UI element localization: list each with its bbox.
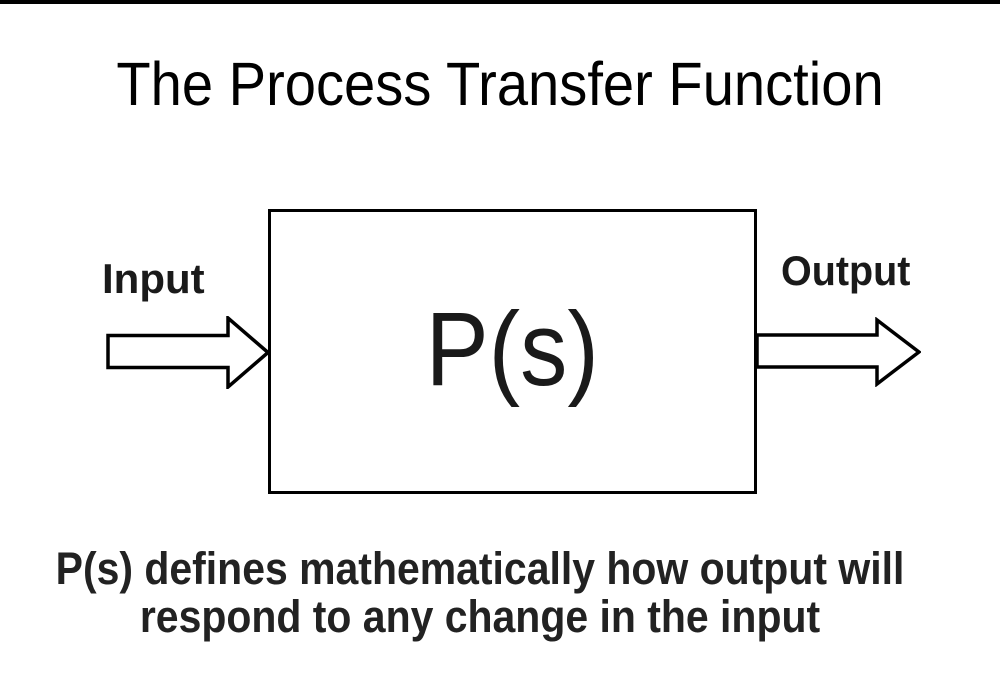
output-arrow-icon — [755, 317, 921, 387]
process-block: P(s) — [268, 209, 757, 494]
input-arrow-icon — [106, 316, 270, 389]
slide-title: The Process Transfer Function — [0, 48, 1000, 121]
output-label: Output — [781, 247, 911, 294]
slide-title-text: The Process Transfer Function — [116, 50, 884, 118]
top-border-line — [0, 0, 1000, 4]
process-block-label: P(s) — [425, 291, 600, 408]
caption-line-1: P(s) defines mathematically how output w… — [55, 543, 905, 594]
caption-line-2: respond to any change in the input — [139, 591, 821, 642]
input-label: Input — [102, 255, 205, 302]
caption: P(s) defines mathematically how output w… — [0, 545, 960, 641]
